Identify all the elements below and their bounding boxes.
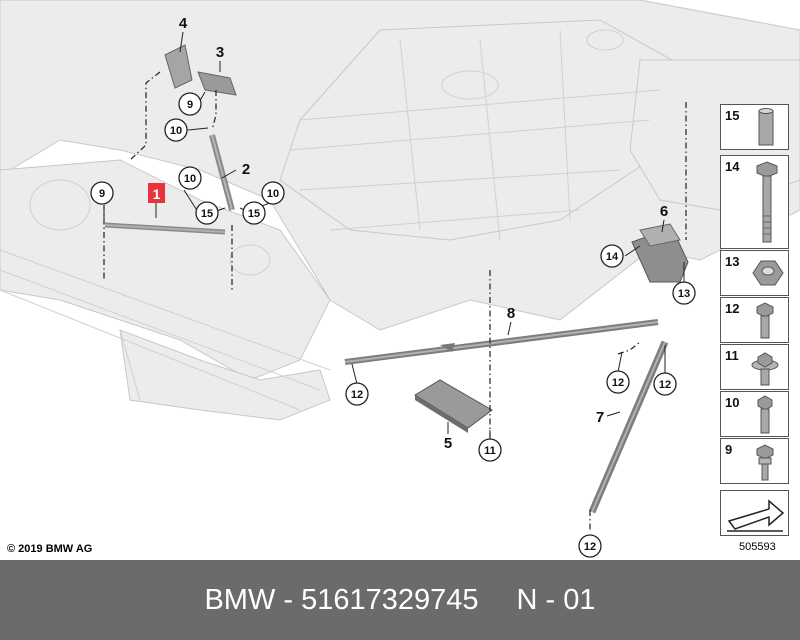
legend-number: 12	[725, 301, 740, 316]
legend-number: 13	[725, 254, 740, 269]
callout-12: 12	[612, 377, 624, 389]
legend-item-15: 15	[720, 104, 789, 150]
part-6-bracket	[631, 223, 689, 283]
legend-item-arrow	[720, 490, 789, 536]
long-bolt-icon	[756, 161, 778, 243]
legend-item-14: 14	[720, 155, 789, 249]
hex-bolt-icon	[757, 395, 773, 434]
footer-code: N - 01	[516, 583, 596, 616]
footer-part-number: BMW - 51617329745	[204, 583, 479, 616]
part-1-strut-brace	[104, 222, 226, 235]
circled-callouts	[90, 92, 696, 558]
callout-1: 1	[153, 186, 161, 202]
callout-15: 15	[248, 208, 260, 220]
underbody-detail-lines	[0, 29, 661, 411]
highlight-part-1	[148, 183, 165, 203]
part-7-diagonal-brace	[588, 340, 669, 514]
part-2-strut	[209, 134, 235, 211]
part-8-long-brace	[344, 319, 659, 365]
legend-item-10: 10	[720, 391, 789, 437]
callout-4: 4	[179, 15, 188, 32]
part-5-plate	[414, 379, 493, 433]
legend-number: 9	[725, 442, 733, 457]
copyright-text: © 2019 BMW AG	[7, 543, 93, 555]
part-3-bracket	[197, 71, 237, 96]
legend-item-11: 11	[720, 344, 789, 390]
legend-number: 10	[725, 395, 740, 410]
callout-10: 10	[170, 125, 182, 137]
legend-number: 15	[725, 108, 740, 123]
callout-15: 15	[201, 208, 213, 220]
callout-10: 10	[267, 188, 279, 200]
callout-2: 2	[242, 161, 250, 178]
callout-6: 6	[660, 203, 668, 220]
callout-8: 8	[507, 305, 515, 322]
callout-9: 9	[99, 188, 105, 200]
washer-bolt-icon	[751, 352, 779, 386]
callout-12: 12	[584, 541, 596, 553]
collar-bolt-icon	[756, 444, 774, 481]
callout-11: 11	[484, 445, 496, 457]
callout-7: 7	[596, 409, 604, 426]
legend-item-13: 13	[720, 250, 789, 296]
vehicle-underbody	[0, 0, 800, 421]
callout-9: 9	[187, 99, 193, 111]
legend-item-9: 9	[720, 438, 789, 484]
callout-12: 12	[659, 379, 671, 391]
callout-14: 14	[606, 251, 619, 263]
callout-3: 3	[216, 44, 224, 61]
part-number-banner: BMW - 51617329745 N - 01	[0, 560, 800, 640]
callout-13: 13	[678, 288, 690, 300]
parts-diagram: 1 2 3 4 5 6 7 8 9 10 9 10 15 15 10 14 13…	[0, 0, 800, 558]
callout-5: 5	[444, 435, 452, 452]
legend-number: 14	[725, 159, 740, 174]
callout-10: 10	[184, 173, 196, 185]
callout-12: 12	[351, 389, 363, 401]
exploded-view: 1 2 3 4 5 6 7 8 9 10 9 10 15 15 10 14 13…	[0, 0, 800, 558]
legend-item-12: 12	[720, 297, 789, 343]
diagram-reference-number: 505593	[739, 541, 776, 553]
part-4-mount-plate	[164, 44, 193, 89]
legend-number: 11	[725, 348, 739, 363]
hex-nut-icon	[752, 260, 784, 286]
flange-bolt-icon	[756, 302, 774, 339]
sleeve-icon	[758, 108, 774, 146]
arrow-right-icon	[727, 499, 785, 532]
